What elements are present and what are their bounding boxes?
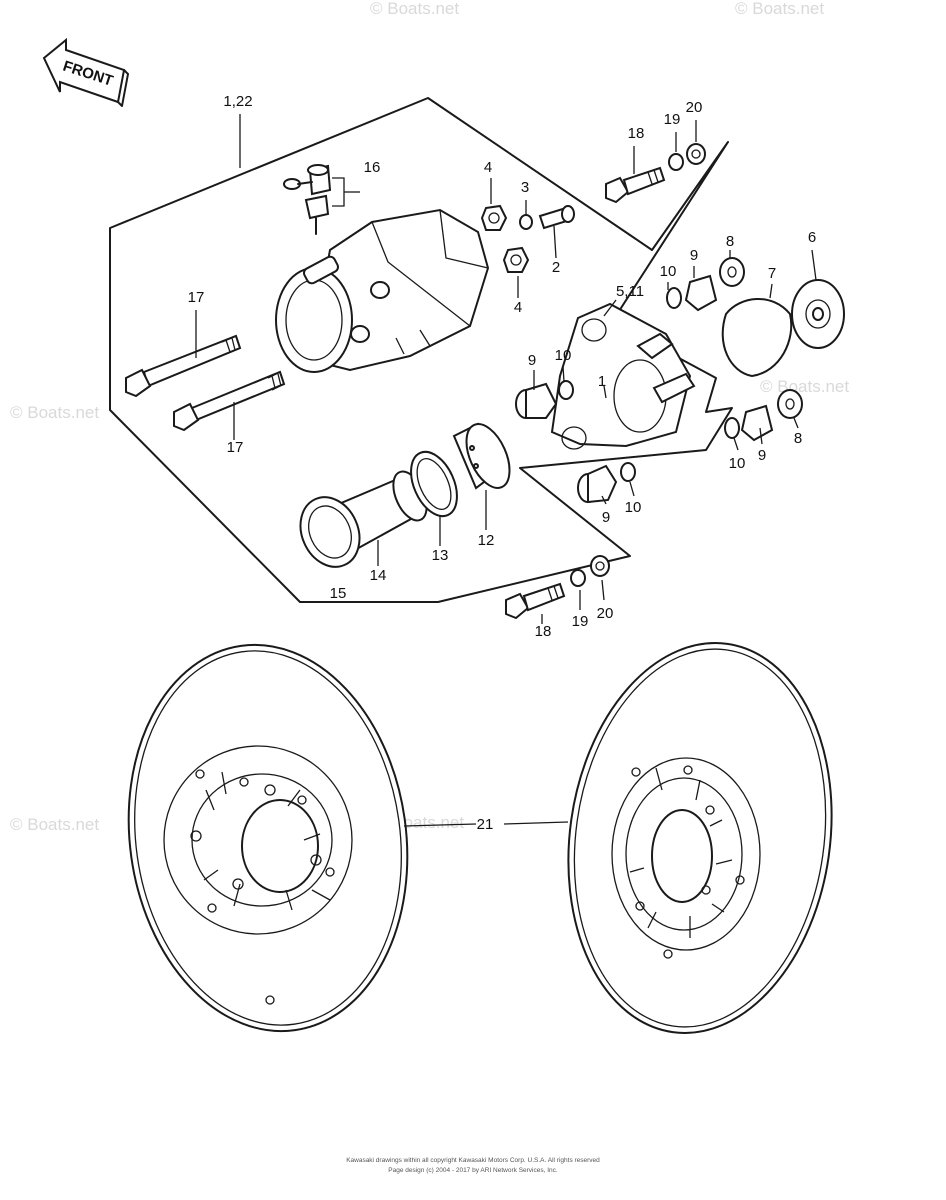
callout-c-17a: 17 — [188, 289, 205, 306]
slide-pin-boots — [515, 249, 845, 505]
page-design-line: Page design (c) 2004 - 2017 by ARI Netwo… — [388, 1167, 558, 1174]
callout-c-14: 14 — [370, 567, 387, 584]
callout-c-8b: 8 — [794, 430, 802, 447]
callout-c-7: 7 — [768, 265, 776, 282]
watermark: © Boats.net — [10, 403, 99, 422]
callout-c-17b: 17 — [227, 439, 244, 456]
mount-bolt-bottom — [505, 555, 610, 624]
piston-set — [299, 422, 511, 568]
watermark: © Boats.net — [370, 0, 459, 18]
callout-c-13: 13 — [432, 547, 449, 564]
callout-c-20b: 20 — [597, 605, 614, 622]
callout-c-2: 2 — [552, 259, 560, 276]
callout-c-3: 3 — [521, 179, 529, 196]
callout-c-9c: 9 — [758, 447, 766, 464]
watermark: © Boats.net — [10, 815, 99, 834]
callout-c-16: 16 — [364, 159, 381, 176]
callout-c-10b: 10 — [555, 347, 572, 364]
callout-c-15: 15 — [330, 585, 347, 602]
brake-disc-right — [567, 642, 833, 1034]
leader-21 — [403, 823, 477, 827]
callout-c-4b: 4 — [514, 299, 522, 316]
bleed-valve — [283, 164, 360, 235]
mount-bolt-top — [605, 120, 706, 204]
callout-c-20a: 20 — [686, 99, 703, 116]
caliper-body — [275, 208, 490, 373]
callout-c-12: 12 — [478, 532, 495, 549]
front-arrow-icon: FRONT — [42, 37, 129, 107]
caliper-bracket — [550, 299, 696, 450]
callout-c-9d: 9 — [602, 509, 610, 526]
callout-c-9b: 9 — [528, 352, 536, 369]
callout-c-10d: 10 — [625, 499, 642, 516]
callout-c-9a: 9 — [690, 247, 698, 264]
callout-c-1-22: 1,22 — [223, 93, 252, 110]
callout-c-1: 1 — [598, 373, 606, 390]
watermark: © Boats.net — [735, 0, 824, 18]
leader-21 — [503, 821, 569, 825]
callout-c-19b: 19 — [572, 613, 589, 630]
callout-c-19a: 19 — [664, 111, 681, 128]
callout-c-21: 21 — [477, 816, 494, 833]
caliper-bolts — [125, 310, 286, 440]
watermark: © Boats.net — [760, 377, 849, 396]
caliper-assembly-outline — [109, 97, 733, 603]
callout-c-8a: 8 — [726, 233, 734, 250]
callout-c-10a: 10 — [660, 263, 677, 280]
copyright-line: Kawasaki drawings within all copyright K… — [346, 1157, 600, 1164]
brake-disc-left — [127, 643, 409, 1033]
callout-c-6: 6 — [808, 229, 816, 246]
callout-c-10c: 10 — [729, 455, 746, 472]
callout-c-18a: 18 — [628, 125, 645, 142]
callout-c-4a: 4 — [484, 159, 492, 176]
mounting-nuts — [480, 178, 575, 298]
callout-c-18b: 18 — [535, 623, 552, 640]
callout-c-5-11: 5,11 — [616, 283, 644, 300]
